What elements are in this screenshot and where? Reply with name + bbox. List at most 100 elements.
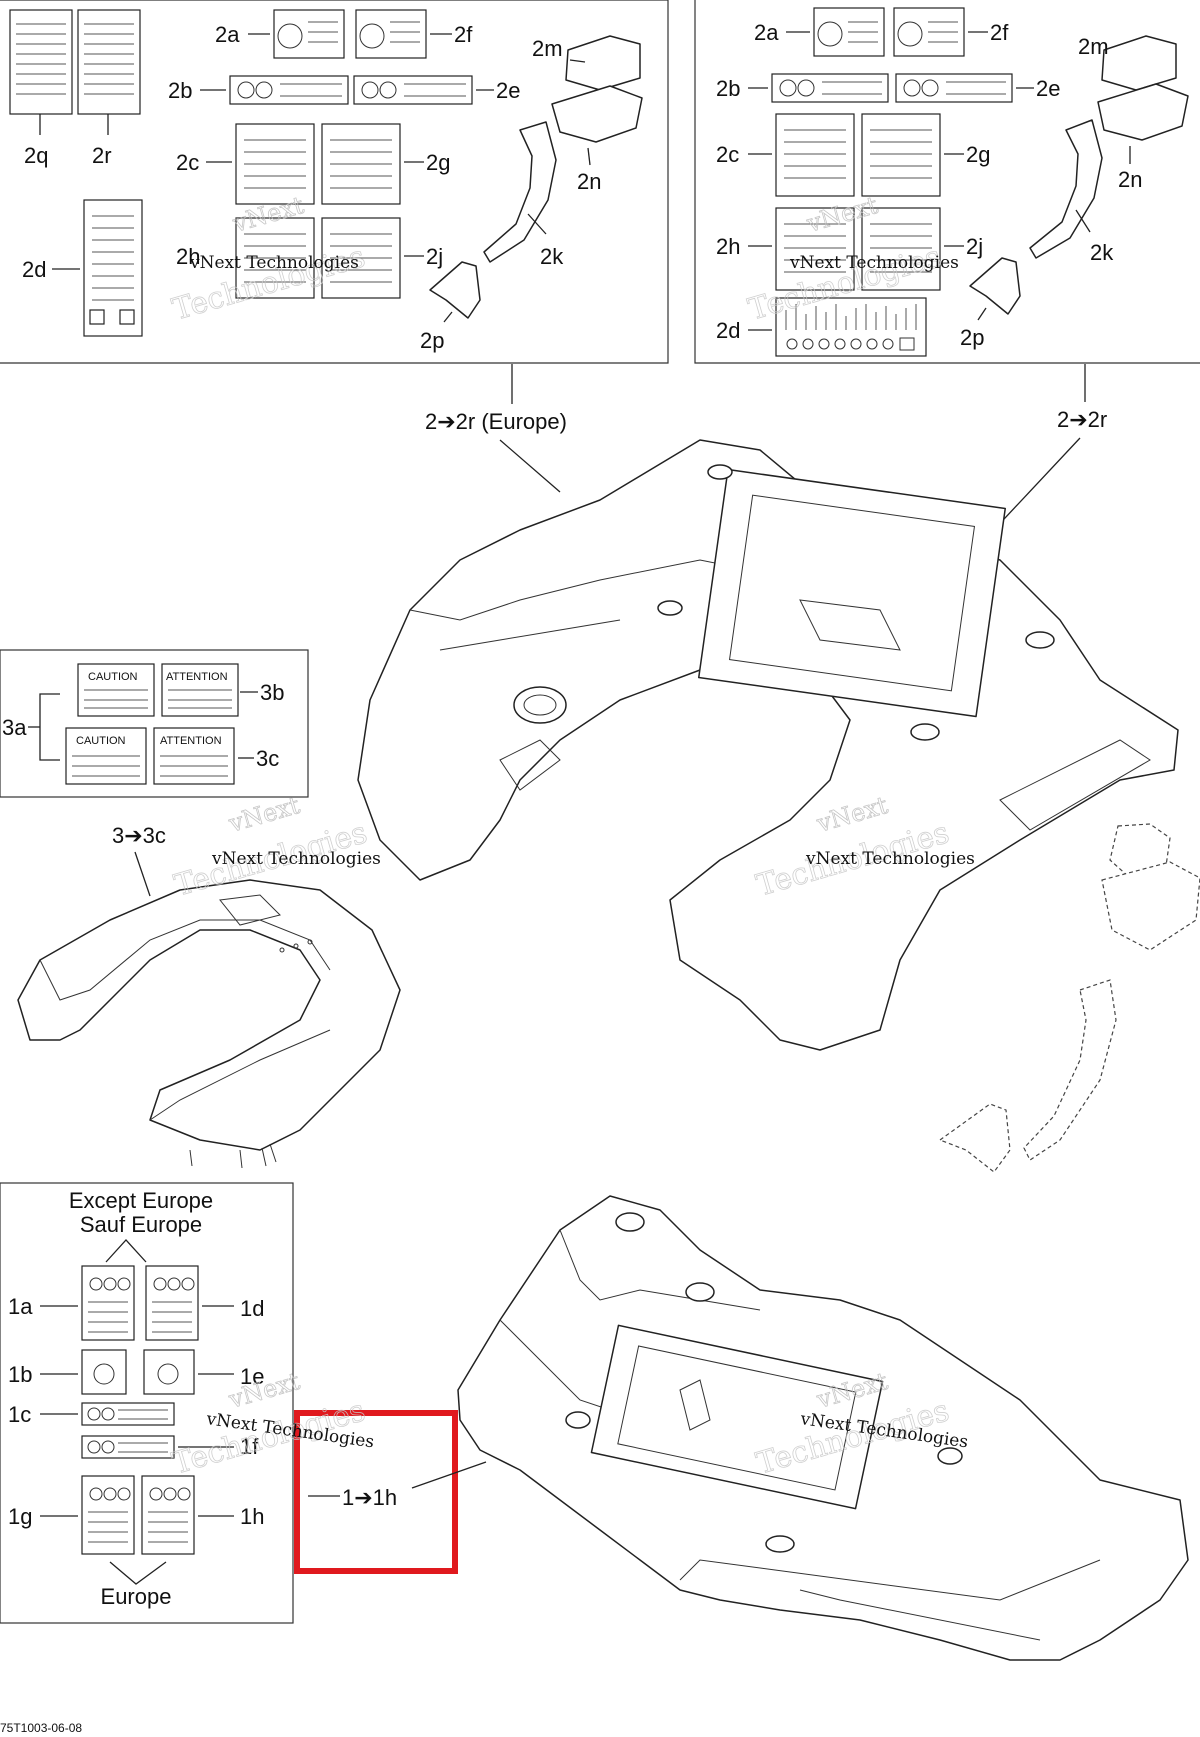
- callout-2d: 2d: [22, 257, 46, 282]
- watermark-inline-1: vNext Technologies: [189, 253, 359, 273]
- decal-1b: [81, 1349, 127, 1395]
- decal-panel-1: Except Europe Sauf Europe 1a 1d 1b 1e 1c: [0, 1182, 294, 1624]
- bracket-2p-std: [969, 257, 1021, 315]
- decal-panel-3: CAUTION ATTENTION CAUTION ATTENTION 3a 3…: [0, 649, 309, 798]
- callout-range-2: 2➔2r: [1057, 407, 1107, 432]
- callout-1e: 1e: [240, 1364, 264, 1389]
- front-storage-fender: [457, 1195, 1189, 1661]
- decal-2d-std: [775, 297, 927, 357]
- callout-2j-std: 2j: [966, 234, 983, 259]
- callout-1d: 1d: [240, 1296, 264, 1321]
- rear-fender-assembly: [357, 439, 1179, 1051]
- callout-1h: 1h: [240, 1504, 264, 1529]
- panel-footer: Europe: [101, 1584, 172, 1609]
- bracket-ghost: [938, 1103, 1011, 1173]
- watermark-inline-2: vNext Technologies: [789, 253, 959, 273]
- decal-2r: [77, 9, 141, 115]
- callout-2f-std: 2f: [990, 20, 1009, 45]
- strip-ghost: [1023, 979, 1117, 1161]
- callout-2m-std: 2m: [1078, 34, 1109, 59]
- decal-2j-std: [861, 207, 941, 291]
- decal-2h-std: [775, 207, 855, 291]
- decal-2b: [229, 75, 349, 105]
- guard-2n: [551, 85, 643, 143]
- guard-ghost-lower: [1101, 861, 1200, 951]
- decal-panel-europe: 2q 2r 2d 2a 2f 2b 2e: [0, 0, 669, 364]
- callout-2d-std: 2d: [716, 318, 740, 343]
- callout-2p-std: 2p: [960, 325, 984, 350]
- callout-2h: 2h: [176, 244, 200, 269]
- callout-1c: 1c: [8, 1402, 31, 1427]
- watermark-inline-4: vNext Technologies: [805, 849, 975, 869]
- decal-1c: [81, 1402, 175, 1426]
- decal-3b-title: ATTENTION: [166, 671, 228, 683]
- callout-1b: 1b: [8, 1362, 32, 1387]
- callout-2c: 2c: [176, 150, 199, 175]
- callout-2m: 2m: [532, 36, 563, 61]
- decal-3c-title: ATTENTION: [160, 735, 222, 747]
- callout-2f: 2f: [454, 22, 473, 47]
- callout-2r: 2r: [92, 143, 112, 168]
- callout-2k: 2k: [540, 244, 564, 269]
- strip-2k: [483, 121, 557, 263]
- callout-2q: 2q: [24, 143, 48, 168]
- callout-1g: 1g: [8, 1504, 32, 1529]
- guard-2m-std: [1101, 35, 1177, 91]
- decal-1h: [141, 1475, 195, 1555]
- callout-2h-std: 2h: [716, 234, 740, 259]
- callout-2g-std: 2g: [966, 142, 990, 167]
- front-fender-assembly: [17, 879, 401, 1169]
- decal-1e: [143, 1349, 195, 1395]
- decal-1a: [81, 1265, 135, 1341]
- callout-range-3: 3➔3c: [112, 823, 166, 848]
- decal-1g: [81, 1475, 135, 1555]
- highlight-box: [294, 1410, 458, 1574]
- panel-title-line1: Except Europe: [69, 1188, 213, 1213]
- cup-holder: [513, 686, 567, 724]
- callout-2a: 2a: [215, 22, 240, 47]
- decal-3a-lower-title: CAUTION: [76, 735, 126, 747]
- decal-2q: [9, 9, 73, 115]
- callout-2b-std: 2b: [716, 76, 740, 101]
- decal-2e: [353, 75, 473, 105]
- callout-1f: 1f: [240, 1434, 259, 1459]
- callout-2p: 2p: [420, 328, 444, 353]
- callout-2g: 2g: [426, 150, 450, 175]
- watermark-3-line1: vNext: [225, 791, 303, 838]
- callout-1a: 1a: [8, 1294, 33, 1319]
- guard-2m: [565, 35, 641, 91]
- front-storage-opening: [590, 1324, 884, 1510]
- callout-2c-std: 2c: [716, 142, 739, 167]
- storage-opening: [697, 468, 1007, 718]
- callout-2k-std: 2k: [1090, 240, 1114, 265]
- callout-3b: 3b: [260, 680, 284, 705]
- decal-1d: [145, 1265, 199, 1341]
- callout-3c: 3c: [256, 746, 279, 771]
- callout-3a: 3a: [2, 715, 27, 740]
- decal-2c-std: [775, 113, 855, 197]
- bracket-2p: [429, 261, 481, 319]
- guard-2n-std: [1097, 83, 1189, 141]
- panel-title-line2: Sauf Europe: [80, 1212, 202, 1237]
- callout-2n-std: 2n: [1118, 167, 1142, 192]
- decal-2a: [273, 9, 345, 59]
- decal-2g-std: [861, 113, 941, 197]
- decal-2b-std: [771, 73, 889, 103]
- callout-2j: 2j: [426, 244, 443, 269]
- callout-2e: 2e: [496, 78, 520, 103]
- callout-2e-std: 2e: [1036, 76, 1060, 101]
- decal-2e-std: [895, 73, 1013, 103]
- decal-2f: [355, 9, 427, 59]
- callout-2n: 2n: [577, 169, 601, 194]
- watermark-inline-3: vNext Technologies: [211, 849, 381, 869]
- decal-3a-upper-title: CAUTION: [88, 671, 138, 683]
- callout-range-2-europe: 2➔2r (Europe): [425, 409, 567, 434]
- decal-1f: [81, 1435, 175, 1459]
- callout-range-1: 1➔1h: [342, 1485, 397, 1510]
- decal-panel-standard: 2a 2f 2b 2e 2c 2g 2h 2j: [694, 0, 1200, 364]
- callout-2b: 2b: [168, 78, 192, 103]
- callout-2a-std: 2a: [754, 20, 779, 45]
- strip-2k-std: [1029, 119, 1103, 259]
- drawing-code: 75T1003-06-08: [0, 1721, 82, 1735]
